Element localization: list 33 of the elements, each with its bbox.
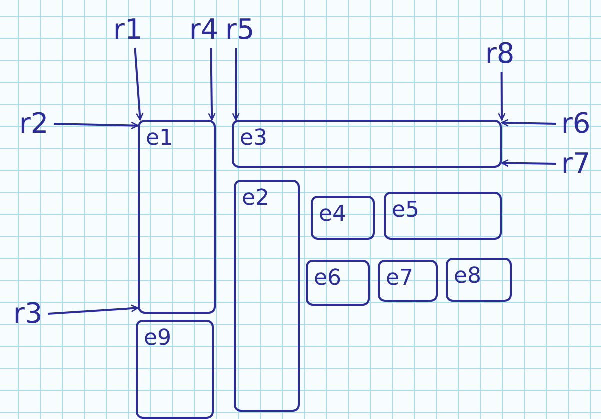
box-label: e2 bbox=[242, 188, 270, 210]
box-label: e9 bbox=[144, 328, 172, 350]
leader-arrow bbox=[208, 48, 216, 121]
reference-label: r8 bbox=[482, 36, 518, 72]
reference-label: r4 bbox=[186, 12, 222, 48]
box-label: e6 bbox=[314, 268, 342, 290]
rectangle-box bbox=[234, 180, 300, 412]
leader-arrow bbox=[501, 159, 556, 168]
reference-label: r5 bbox=[222, 12, 258, 48]
leader-arrow bbox=[498, 72, 506, 121]
rectangle-box bbox=[446, 258, 512, 302]
reference-label: r7 bbox=[556, 146, 596, 182]
box-label: e5 bbox=[392, 200, 420, 222]
box-label: e4 bbox=[319, 204, 347, 226]
box-label: e3 bbox=[240, 128, 268, 150]
leader-arrow bbox=[232, 48, 240, 121]
box-label: e1 bbox=[146, 128, 174, 150]
rectangle-box bbox=[378, 260, 438, 302]
rectangle-box bbox=[311, 196, 375, 240]
reference-label: r2 bbox=[14, 106, 54, 142]
rectangle-box bbox=[306, 260, 370, 306]
reference-label: r3 bbox=[8, 296, 48, 332]
reference-label: r1 bbox=[110, 12, 146, 48]
rectangle-box bbox=[232, 120, 502, 168]
rectangle-box bbox=[136, 320, 214, 419]
leader-arrow bbox=[54, 122, 139, 130]
reference-label: r6 bbox=[556, 106, 596, 142]
box-label: e7 bbox=[386, 268, 414, 290]
rectangle-box bbox=[138, 120, 216, 314]
box-label: e8 bbox=[454, 266, 482, 288]
leader-arrow bbox=[48, 304, 139, 315]
leader-arrow bbox=[501, 119, 556, 127]
rectangle-box bbox=[384, 192, 502, 240]
